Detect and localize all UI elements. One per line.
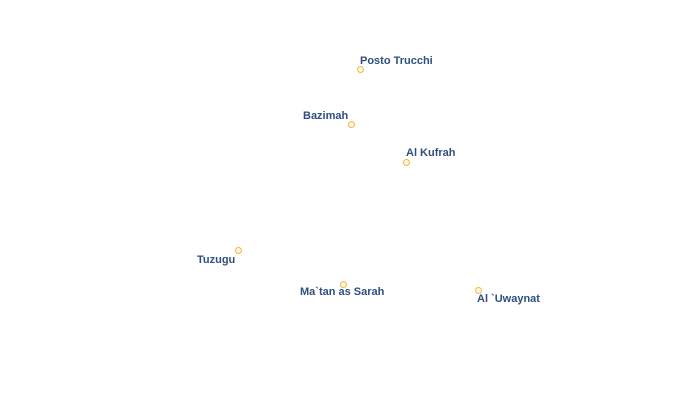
place-label: Bazimah [303, 110, 349, 122]
place-marker[interactable] [402, 158, 410, 166]
place-label: Posto Trucchi [360, 55, 433, 67]
place-marker[interactable] [347, 120, 355, 128]
place-label: Tuzugu [197, 254, 236, 266]
place-marker[interactable] [474, 286, 482, 294]
place-marker[interactable] [339, 280, 347, 288]
place-label: Al Kufrah [406, 147, 456, 159]
place-marker[interactable] [234, 246, 242, 254]
place-marker[interactable] [356, 65, 364, 73]
place-label: Ma`tan as Sarah [300, 286, 385, 298]
place-label: Al `Uwaynat [477, 293, 540, 305]
